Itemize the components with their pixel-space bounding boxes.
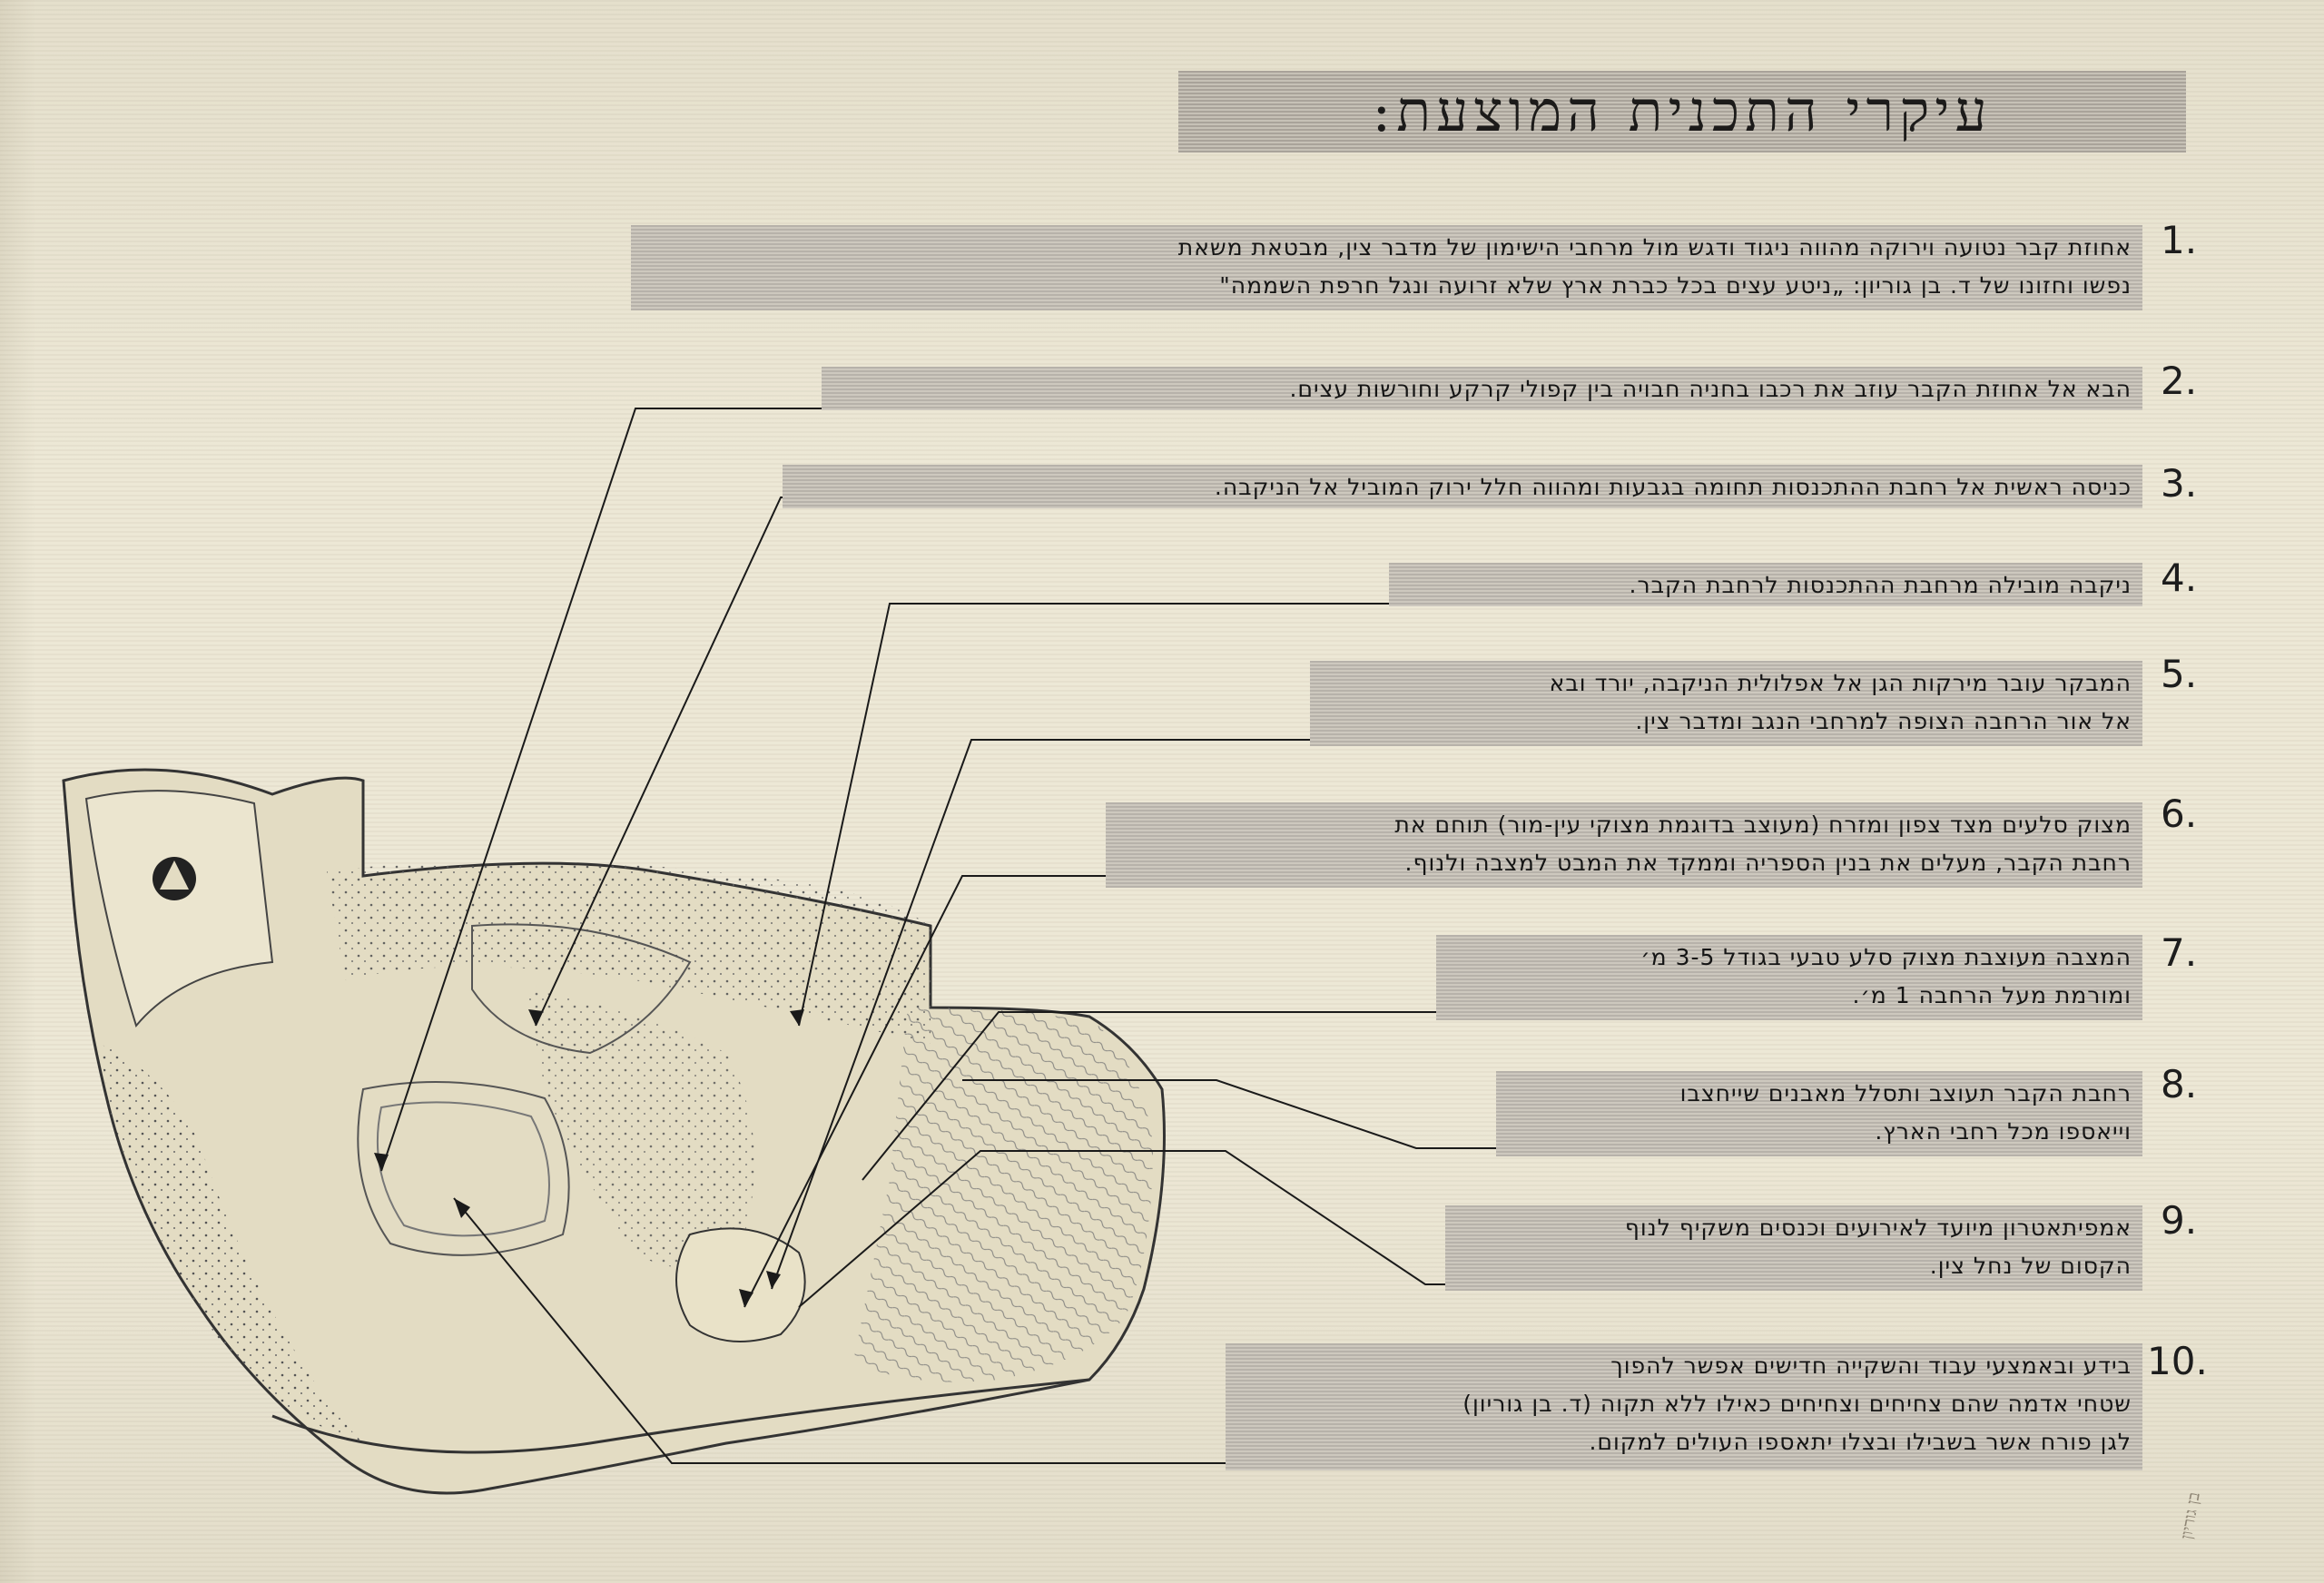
item-number-1: 1. <box>2161 218 2198 262</box>
item-9-line-1: אמפיתאטרון מיועד לאירועים וכנסים משקיף ל… <box>1624 1214 2132 1241</box>
item-2-line-1: הבא אל אחוזת הקבר עוזב את רכבו בחניה חבו… <box>1289 376 2132 402</box>
item-6-line-2: רחבת הקבר, מעלים את בנין הספריה וממקד את… <box>1404 850 2132 876</box>
leader-line-8 <box>962 1079 1496 1149</box>
item-text-1: אחוזת קבר נטועה וירוקה מהווה ניגוד ודגש … <box>631 225 2142 310</box>
terrace-lawn-3 <box>471 923 692 1055</box>
leader-line-5 <box>771 739 1310 1290</box>
grave-plaza <box>675 1227 806 1342</box>
item-text-3: כניסה ראשית אל רחבת ההתכנסות תחומה בגבעו… <box>783 465 2142 508</box>
item-number-6: 6. <box>2161 792 2198 836</box>
page-title: עיקרי התכנית המוצעת: <box>1178 71 2186 152</box>
item-9-line-2: הקסום של נחל צין. <box>1929 1253 2132 1279</box>
item-text-2: הבא אל אחוזת הקבר עוזב את רכבו בחניה חבו… <box>822 367 2142 410</box>
north-arrow <box>160 860 189 890</box>
item-text-4: ניקבה מובילה מרחבת ההתכנסות לרחבת הקבר. <box>1389 563 2142 606</box>
item-number-4: 4. <box>2161 556 2198 600</box>
vegetation-center <box>527 989 755 1267</box>
item-text-7: המצבה מעוצבת מצוק סלע טבעי בגודל 3-5 מ׳ … <box>1436 935 2142 1020</box>
item-number-2: 2. <box>2161 359 2198 403</box>
item-text-8: רחבת הקבר תעוצב ותסלל מאבנים שייחצבו ויי… <box>1496 1071 2142 1156</box>
item-1-line-2: נפשו וחזונו של ד. בן גוריון: „ניטע עצים … <box>1219 272 2132 299</box>
arrowhead-3 <box>528 1009 543 1026</box>
item-text-6: מצוק סלעים מצד צפון ומזרח (מעוצב בדוגמת … <box>1106 802 2142 888</box>
hillside-contours <box>853 1008 1153 1382</box>
item-number-7: 7. <box>2161 930 2198 975</box>
terrace-lawn-2 <box>376 1101 550 1237</box>
item-7-line-1: המצבה מעוצבת מצוק סלע טבעי בגודל 3-5 מ׳ <box>1640 944 2132 970</box>
item-7-line-2: ומורמת מעל הרחבה 1 מ׳. <box>1852 982 2132 1008</box>
arrowhead-10 <box>454 1198 470 1218</box>
item-text-10: בידע ובאמצעי עבוד והשקייה חדישים אפשר לה… <box>1226 1343 2142 1470</box>
arrowhead-6 <box>739 1289 753 1307</box>
arrowhead-2 <box>374 1153 389 1171</box>
terrace-lawn-1 <box>357 1081 570 1256</box>
item-4-line-1: ניקבה מובילה מרחבת ההתכנסות לרחבת הקבר. <box>1629 572 2132 598</box>
leader-line-3 <box>535 497 783 1027</box>
item-6-line-1: מצוק סלעים מצד צפון ומזרח (מעוצב בדוגמת … <box>1394 811 2132 838</box>
item-number-5: 5. <box>2161 652 2198 696</box>
leader-line-2 <box>380 408 822 1172</box>
item-text-9: אמפיתאטרון מיועד לאירועים וכנסים משקיף ל… <box>1445 1205 2142 1291</box>
item-10-line-1: בידע ובאמצעי עבוד והשקייה חדישים אפשר לה… <box>1610 1352 2132 1379</box>
parking-area <box>84 790 274 1028</box>
leader-line-6 <box>743 875 1106 1308</box>
item-text-5: המבקר עובר מירקות הגן אל אפלולית הניקבה,… <box>1310 661 2142 746</box>
vegetation-band-west <box>100 1044 363 1443</box>
leader-line-9 <box>798 1150 1445 1308</box>
item-number-10: 10. <box>2147 1339 2208 1383</box>
leader-line-7 <box>862 1011 1436 1181</box>
item-10-line-3: לגן פורח אשר בשבילו ובצלו יתאספו העולים … <box>1589 1429 2132 1455</box>
access-road <box>271 1378 1090 1454</box>
item-8-line-1: רחבת הקבר תעוצב ותסלל מאבנים שייחצבו <box>1679 1080 2132 1106</box>
arrowhead-5 <box>766 1271 781 1289</box>
arrowhead-4 <box>790 1009 804 1026</box>
item-5-line-1: המבקר עובר מירקות הגן אל אפלולית הניקבה,… <box>1549 670 2132 696</box>
vegetation-band-north <box>327 860 931 1044</box>
item-number-3: 3. <box>2161 461 2198 506</box>
leader-line-10 <box>453 1197 1226 1464</box>
item-5-line-2: אל אור הרחבה הצופה למרחבי הנגב ומדבר צין… <box>1635 708 2132 734</box>
item-8-line-2: וייאספו מכל רחבי הארץ. <box>1875 1118 2132 1145</box>
item-1-line-1: אחוזת קבר נטועה וירוקה מהווה ניגוד ודגש … <box>1177 234 2132 261</box>
item-3-line-1: כניסה ראשית אל רחבת ההתכנסות תחומה בגבעו… <box>1214 474 2132 500</box>
leader-line-4 <box>798 603 1389 1027</box>
item-number-9: 9. <box>2161 1198 2198 1243</box>
item-number-8: 8. <box>2161 1062 2198 1106</box>
item-10-line-2: שטחי אדמה שהם צחיחים וצחיחים כאילו ללא ת… <box>1462 1391 2132 1417</box>
